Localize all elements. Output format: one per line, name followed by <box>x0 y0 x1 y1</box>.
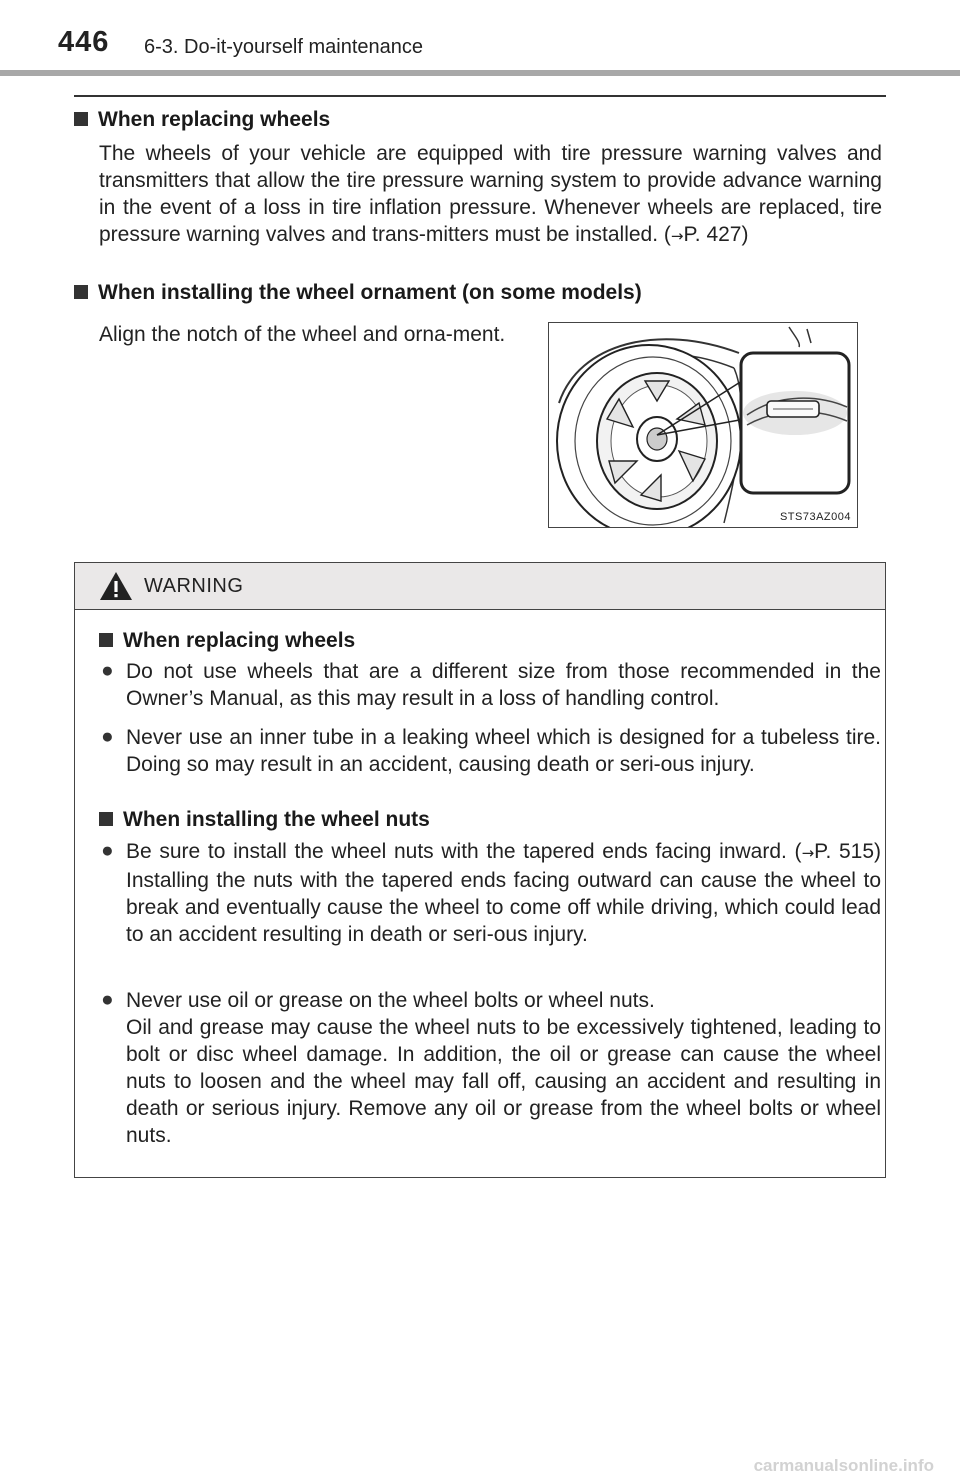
section-title: 6-3. Do-it-yourself maintenance <box>144 36 424 58</box>
wheel-ornament-illustration: STS73AZ004 <box>548 322 858 528</box>
warning-item-tapered-ends: Be sure to install the wheel nuts with t… <box>126 840 882 946</box>
heading-wheel-ornament: When installing the wheel ornament (on s… <box>74 281 642 305</box>
header-rule <box>0 70 960 76</box>
square-bullet-icon <box>99 633 113 647</box>
bullet-icon: ● <box>101 725 114 748</box>
warning-heading-nuts: When installing the wheel nuts <box>99 808 430 832</box>
warning-box: WARNING When replacing wheels ● Do not u… <box>74 562 886 1178</box>
warning-item-oil-grease: Oil and grease may cause the wheel nuts … <box>126 1016 881 1147</box>
square-bullet-icon <box>74 285 88 299</box>
paragraph-replacing-wheels: The wheels of your vehicle are equipped … <box>99 140 882 250</box>
warning-item-inner-tube: Never use an inner tube in a leaking whe… <box>126 726 881 776</box>
warning-item-oil-line1: Never use oil or grease on the wheel bol… <box>126 989 655 1012</box>
square-bullet-icon <box>99 812 113 826</box>
figure-code: STS73AZ004 <box>779 511 851 523</box>
bullet-icon: ● <box>101 839 114 862</box>
warning-header: WARNING <box>75 563 885 610</box>
heading-replacing-wheels: When replacing wheels <box>74 108 330 132</box>
warning-triangle-icon <box>100 572 132 600</box>
bullet-icon: ● <box>101 659 114 682</box>
bullet-icon: ● <box>101 988 114 1011</box>
wheel-illustration-icon <box>556 326 851 527</box>
watermark: carmanualsonline.info <box>753 1456 934 1475</box>
page-header: 446 6-3. Do-it-yourself maintenance <box>0 0 960 76</box>
warning-heading-replacing: When replacing wheels <box>99 629 355 653</box>
paragraph-align-notch: Align the notch of the wheel and orna-me… <box>99 323 506 346</box>
arrow-right-icon: → <box>670 227 684 245</box>
warning-title: WARNING <box>144 575 244 597</box>
content-top-rule <box>74 95 886 97</box>
square-bullet-icon <box>74 112 88 126</box>
arrow-right-icon: → <box>801 844 815 862</box>
warning-item-size: Do not use wheels that are a different s… <box>126 660 881 710</box>
page-number: 446 <box>58 26 110 58</box>
